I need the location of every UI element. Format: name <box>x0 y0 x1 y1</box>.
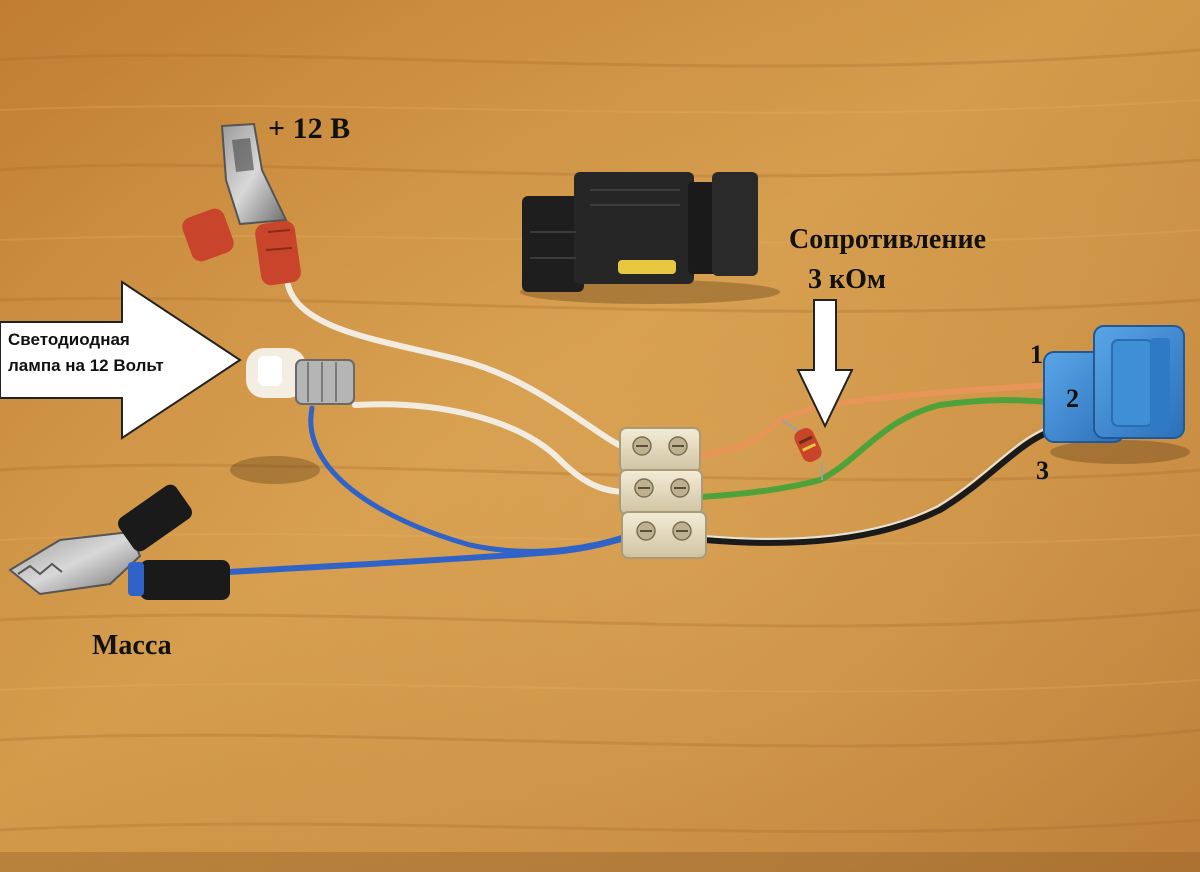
lamp-base <box>295 359 355 405</box>
wood-grain <box>0 48 1200 834</box>
led-lamp-label-line2: лампа на 12 Вольт <box>8 356 164 375</box>
red-clip-boot-left <box>182 208 234 262</box>
terminal-block-3 <box>621 511 707 559</box>
connector-shadow <box>1050 440 1190 464</box>
positive-alligator-clip <box>182 122 301 286</box>
ground-label: Масса <box>92 630 172 661</box>
white-wire-to-red-clip <box>285 282 633 453</box>
connector-pin-2-label: 2 <box>1066 384 1079 413</box>
resistance-value-label: 3 кОм <box>808 264 886 295</box>
sensor-yellow-tab <box>618 260 676 274</box>
white-wire-black-stripe <box>704 425 1054 540</box>
sensor-shadow <box>520 280 780 304</box>
black-clip-boot <box>140 560 230 600</box>
resistor <box>781 419 823 480</box>
orange-wire <box>697 382 1051 458</box>
ground-alligator-clip <box>8 484 230 600</box>
terminal-block-1 <box>619 427 701 473</box>
black-wire <box>702 427 1058 546</box>
black-clip-handle <box>117 484 193 552</box>
red-clip-boot-right <box>255 220 301 286</box>
led-lamp <box>246 348 355 405</box>
wires <box>227 282 1058 575</box>
blue-connector <box>1043 325 1185 443</box>
white-wire-from-lamp <box>352 401 635 495</box>
black-sensor <box>522 172 758 292</box>
terminal-block-2 <box>619 469 703 515</box>
green-wire <box>697 397 1055 500</box>
table-edge-shadow <box>0 852 1200 872</box>
resistance-arrow <box>796 299 854 429</box>
terminal-blocks <box>619 427 707 559</box>
lamp-shadow <box>230 456 320 484</box>
resistance-label: Сопротивление <box>789 224 987 255</box>
led-lamp-label-line1: Светодиодная <box>8 330 130 349</box>
positive-12v-label: + 12 В <box>268 112 351 145</box>
connector-pin-3-label: 3 <box>1036 456 1049 485</box>
blue-wire-mass <box>227 534 633 575</box>
led-arrow <box>0 280 242 440</box>
connector-pin-1-label: 1 <box>1030 340 1043 369</box>
